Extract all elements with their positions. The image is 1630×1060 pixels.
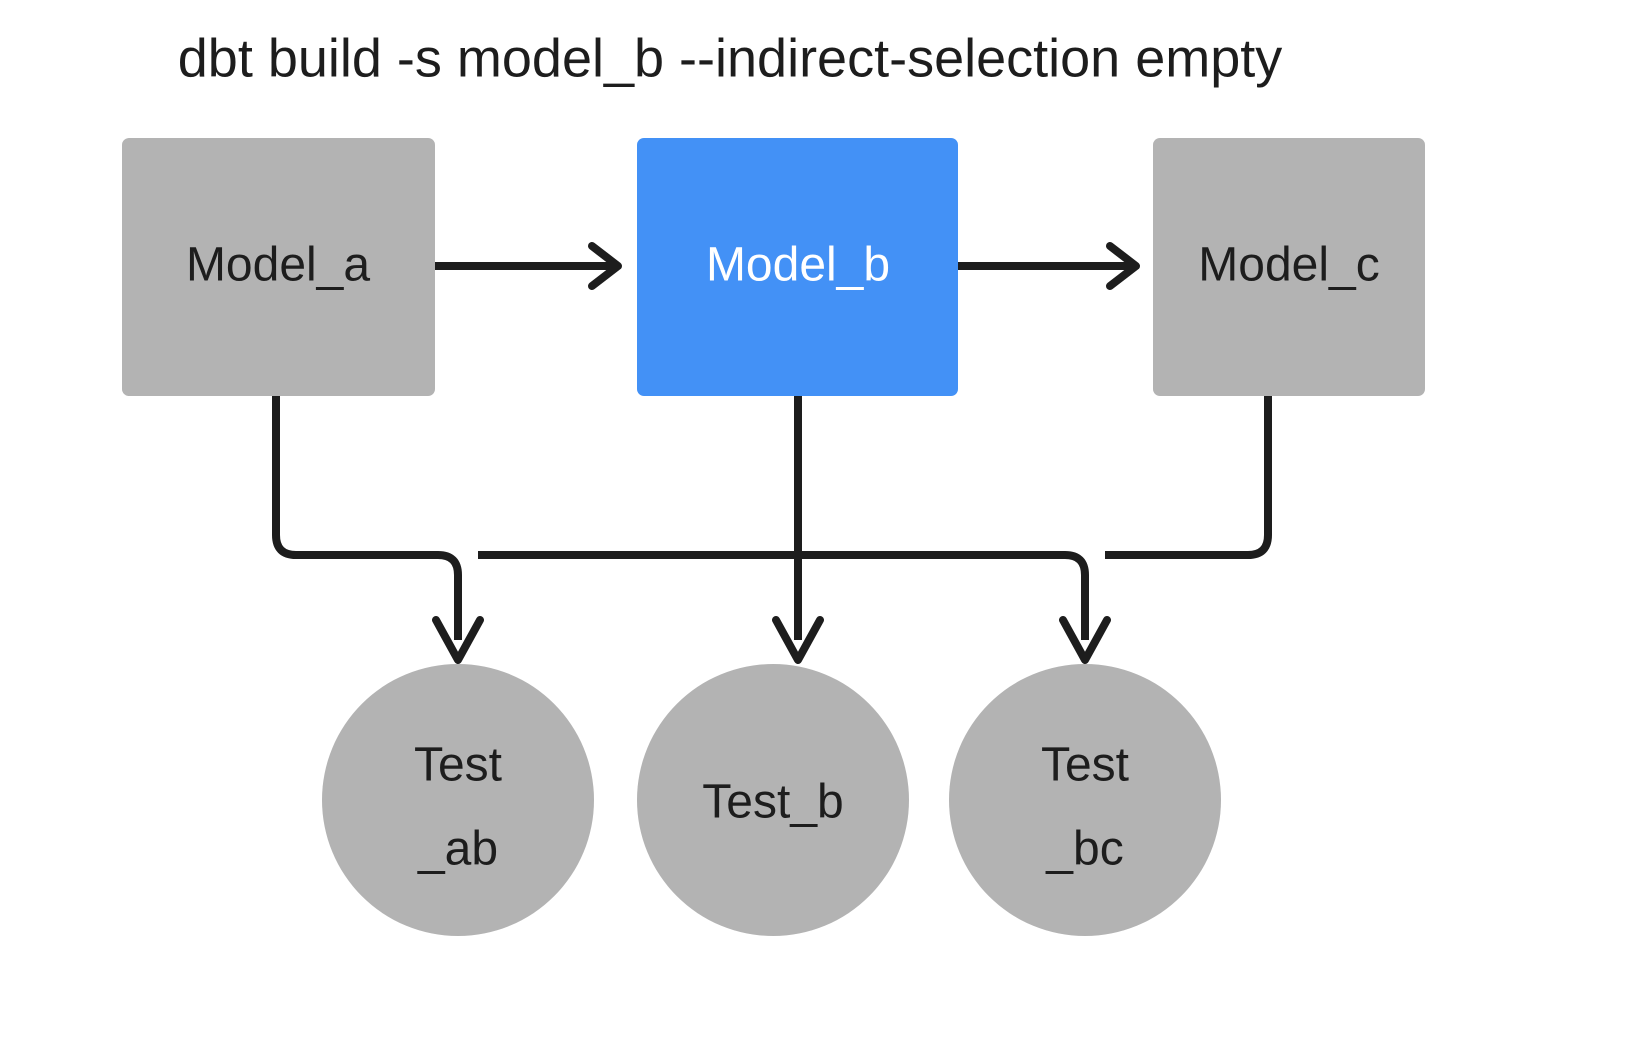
model-node-model-b[interactable]: Model_b <box>637 138 958 396</box>
edge-line <box>1105 396 1272 559</box>
edge-model-a-to-model-b <box>435 242 622 290</box>
edge-model-a-to-test-ab <box>272 396 484 664</box>
edge-model-b-to-model-c <box>958 242 1140 290</box>
model-a-label: Model_a <box>186 239 370 292</box>
model-c-label: Model_c <box>1198 239 1379 292</box>
arrow-head-icon <box>1059 616 1111 664</box>
model-b-shape[interactable] <box>637 138 958 396</box>
edge-model-b-to-test-b <box>772 396 824 664</box>
diagram-title: dbt build -s model_b --indirect-selectio… <box>178 28 1283 88</box>
model-c-shape[interactable] <box>1153 138 1425 396</box>
edge-line <box>272 396 462 640</box>
test-node-test-ab[interactable]: Test _ab <box>322 664 594 936</box>
test-bc-shape[interactable] <box>949 664 1221 936</box>
model-node-model-c[interactable]: Model_c <box>1153 138 1425 396</box>
model-b-label: Model_b <box>706 239 890 292</box>
test-node-layer: Test _ab Test_b Test _bc <box>322 664 1221 936</box>
arrow-head-icon <box>432 616 484 664</box>
test-ab-shape[interactable] <box>322 664 594 936</box>
test-ab-label-line1: Test <box>414 739 502 792</box>
edge-line <box>798 551 1089 640</box>
arrow-head-icon <box>588 242 622 290</box>
edge-layer <box>272 242 1272 664</box>
arrow-head-icon <box>1106 242 1140 290</box>
test-node-test-b[interactable]: Test_b <box>637 664 909 936</box>
arrow-head-icon <box>772 616 824 664</box>
edge-model-c-to-test-bc <box>1105 396 1272 559</box>
test-b-shape[interactable] <box>637 664 909 936</box>
test-node-test-bc[interactable]: Test _bc <box>949 664 1221 936</box>
edge-model-b-to-test-bc <box>798 551 1111 664</box>
test-bc-label-line1: Test <box>1041 739 1129 792</box>
test-bc-label-line2: _bc <box>1045 823 1123 876</box>
model-node-model-a[interactable]: Model_a <box>122 138 435 396</box>
test-ab-label-line2: _ab <box>417 823 498 876</box>
test-b-label-line1: Test_b <box>702 776 843 829</box>
model-node-layer: Model_a Model_b Model_c <box>122 138 1425 396</box>
model-a-shape[interactable] <box>122 138 435 396</box>
